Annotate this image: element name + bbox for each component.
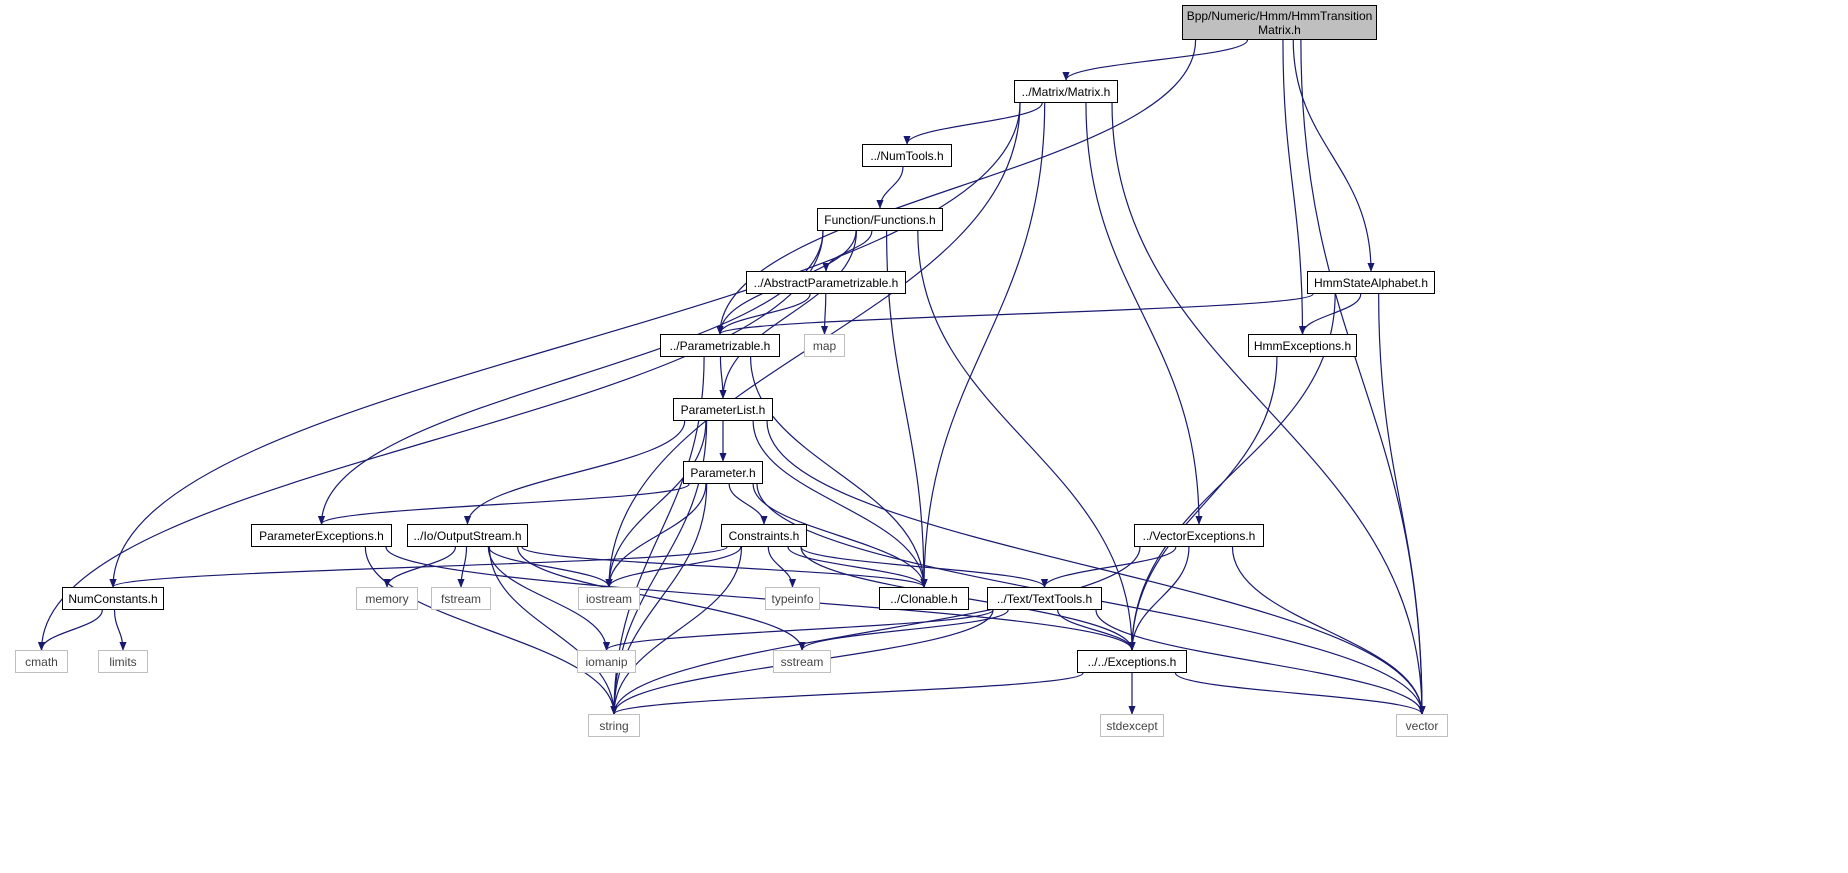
edge-parameter-to-iostream — [605, 483, 707, 588]
edge-numconst-to-cmath — [37, 609, 103, 651]
edge-paramexc-to-string — [364, 546, 618, 715]
edge-exceptions-to-string — [610, 672, 1084, 715]
edge-paramlist-to-iostream — [605, 420, 707, 588]
node-typeinfo[interactable]: typeinfo — [765, 587, 820, 610]
edge-main-to-matrix — [1062, 39, 1249, 81]
node-numconst[interactable]: NumConstants.h — [62, 587, 164, 610]
node-map[interactable]: map — [804, 334, 845, 357]
edge-vectorexc-to-string — [610, 546, 1141, 715]
node-outputstream[interactable]: ../Io/OutputStream.h — [407, 524, 528, 547]
node-paramexc[interactable]: ParameterExceptions.h — [251, 524, 392, 547]
edge-constraints-to-clonable — [787, 546, 928, 588]
edge-hmmstate-to-parametrizable — [716, 293, 1314, 335]
edge-paramlist-to-clonable — [752, 420, 928, 588]
edge-constraints-to-iostream — [605, 546, 742, 588]
edge-matrix-to-vectorexc — [1085, 102, 1203, 525]
edge-main-to-hmmstate — [1292, 39, 1375, 272]
edge-parametrizable-to-paramlist — [719, 356, 727, 399]
edge-hmmstate-to-vector — [1378, 293, 1426, 715]
node-constraints[interactable]: Constraints.h — [721, 524, 807, 547]
edge-matrix-to-vector — [1111, 102, 1426, 715]
edge-parameter-to-constraints — [728, 483, 768, 525]
node-texttools[interactable]: ../Text/TextTools.h — [987, 587, 1102, 610]
edge-parametrizable-to-clonable — [750, 356, 928, 588]
node-iostream[interactable]: iostream — [578, 587, 640, 610]
edge-paramlist-to-outputstream — [463, 420, 686, 525]
edge-main-to-vector — [1300, 39, 1426, 715]
edge-constraints-to-numconst — [109, 546, 728, 588]
edge-texttools-to-exceptions — [1057, 609, 1136, 651]
node-memory[interactable]: memory — [356, 587, 418, 610]
edge-outputstream-to-fstream — [457, 546, 468, 588]
node-stdexcept[interactable]: stdexcept — [1100, 714, 1164, 737]
edge-outputstream-to-string — [488, 546, 618, 715]
node-hmmstate[interactable]: HmmStateAlphabet.h — [1307, 271, 1435, 294]
edge-texttools-to-iomanip — [603, 609, 994, 651]
node-abstractparam[interactable]: ../AbstractParametrizable.h — [746, 271, 906, 294]
edge-vectorexc-to-texttools — [1040, 546, 1177, 588]
edge-functions-to-paramlist — [719, 230, 858, 399]
node-string[interactable]: string — [588, 714, 640, 737]
edge-functions-to-cmath — [37, 230, 824, 651]
edge-hmmstate-to-hmmexc — [1298, 293, 1362, 335]
node-vectorexc[interactable]: ../VectorExceptions.h — [1134, 524, 1264, 547]
node-cmath[interactable]: cmath — [15, 650, 68, 673]
node-sstream[interactable]: sstream — [773, 650, 831, 673]
node-matrix[interactable]: ../Matrix/Matrix.h — [1014, 80, 1118, 103]
edge-constraints-to-string — [610, 546, 743, 715]
edge-constraints-to-texttools — [800, 546, 1048, 588]
node-parameter[interactable]: Parameter.h — [683, 461, 763, 484]
node-clonable[interactable]: ../Clonable.h — [879, 587, 969, 610]
edge-texttools-to-sstream — [798, 609, 1009, 651]
node-numtools[interactable]: ../NumTools.h — [862, 144, 952, 167]
node-exceptions[interactable]: ../../Exceptions.h — [1077, 650, 1187, 673]
edge-outputstream-to-clonable — [521, 546, 928, 588]
edge-matrix-to-clonable — [920, 102, 1046, 588]
node-hmmexc[interactable]: HmmExceptions.h — [1248, 334, 1357, 357]
edge-functions-to-exceptions — [917, 230, 1136, 651]
edge-functions-to-abstractparam — [822, 230, 873, 272]
edge-constraints-to-typeinfo — [767, 546, 797, 588]
edge-outputstream-to-iomanip — [487, 546, 611, 651]
edge-numconst-to-limits — [113, 609, 127, 651]
node-iomanip[interactable]: iomanip — [577, 650, 636, 673]
edge-parameter-to-paramexc — [318, 483, 690, 525]
edge-outputstream-to-sstream — [517, 546, 806, 651]
edge-numtools-to-functions — [876, 166, 904, 209]
edge-abstractparam-to-parametrizable — [716, 293, 811, 335]
edge-matrix-to-numconst — [109, 102, 1021, 588]
node-main[interactable]: Bpp/Numeric/Hmm/HmmTransition Matrix.h — [1182, 5, 1377, 40]
node-paramlist[interactable]: ParameterList.h — [673, 398, 773, 421]
edge-exceptions-to-vector — [1174, 672, 1426, 715]
node-fstream[interactable]: fstream — [431, 587, 491, 610]
edge-outputstream-to-iostream — [488, 546, 613, 588]
edge-hmmexc-to-exceptions — [1128, 356, 1278, 651]
edge-matrix-to-numtools — [903, 102, 1043, 145]
node-vector[interactable]: vector — [1396, 714, 1448, 737]
edge-main-to-hmmexc — [1282, 39, 1307, 335]
edge-vectorexc-to-vector — [1231, 546, 1426, 715]
node-parametrizable[interactable]: ../Parametrizable.h — [660, 334, 780, 357]
edge-abstractparam-to-map — [820, 293, 829, 335]
node-limits[interactable]: limits — [98, 650, 148, 673]
node-functions[interactable]: Function/Functions.h — [817, 208, 943, 231]
edge-texttools-to-vector — [1095, 609, 1426, 715]
edge-paramlist-to-vector — [766, 420, 1426, 715]
edge-parameter-to-clonable — [752, 483, 928, 588]
